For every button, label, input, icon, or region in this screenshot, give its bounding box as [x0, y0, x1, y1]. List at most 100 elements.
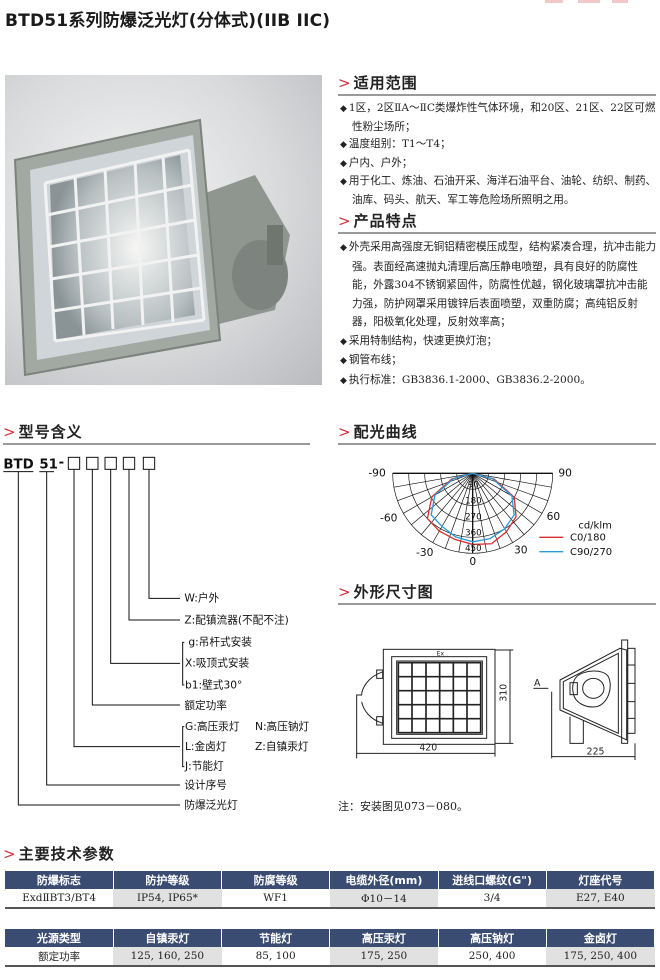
light-distribution-chart: -90 90 -60 60 -30 30 0 90 180 270 360 45…: [368, 467, 612, 568]
diamond-bullet-icon: ◆: [340, 140, 347, 150]
table-cell: 250, 400: [438, 947, 547, 967]
legend-label: C90/270: [570, 547, 612, 558]
section-heading-specs: >主要技术参数: [3, 843, 303, 865]
angle-label: -60: [380, 512, 398, 525]
table-header-row: 防爆标志 防护等级 防腐等级 电缆外径(mm) 进线口螺纹(G") 灯座代号: [5, 871, 656, 889]
grid-spoke: [472, 473, 543, 514]
grid-spoke: [393, 473, 473, 488]
section-heading-dimensions: >外形尺寸图: [338, 581, 656, 605]
diamond-bullet-icon: ◆: [340, 158, 347, 169]
table-cell: 175, 250, 400: [546, 947, 655, 967]
grid-spoke: [472, 473, 513, 543]
label-name: 防爆泛光灯: [184, 798, 238, 811]
curve-C0-180: [426, 472, 517, 546]
column-header: 防护等级: [113, 871, 223, 889]
ring-label: 360: [465, 529, 482, 539]
grid-spoke: [420, 473, 473, 535]
ring-label: 450: [465, 544, 482, 554]
angle-label: 30: [514, 543, 528, 556]
angle-label: 0: [469, 555, 476, 568]
product-photo: [5, 75, 322, 385]
heading-text: 型号含义: [18, 423, 83, 441]
chevron-right-icon: >: [3, 423, 16, 441]
curve-C90-270: [430, 472, 515, 543]
grid-spoke: [397, 473, 473, 502]
chevron-right-icon: >: [338, 74, 351, 92]
angle-label: -30: [416, 546, 434, 559]
decoration-mark: [545, 0, 563, 3]
heading-text: 外形尺寸图: [353, 583, 434, 601]
dimension-drawing: 420 310 225 A Ex: [356, 639, 636, 760]
column-header: 防爆标志: [5, 871, 114, 889]
label-design: 设计序号: [184, 778, 227, 791]
decoration-mark: [578, 0, 600, 3]
unit-label: cd/klm: [578, 520, 612, 531]
column-header: 高压汞灯: [329, 929, 439, 947]
diamond-bullet-icon: ◆: [340, 243, 347, 253]
label-L: L:金卤灯: [185, 740, 227, 753]
table-cell: 85, 100: [221, 947, 330, 967]
column-header: 光源类型: [5, 929, 114, 947]
column-header: 进线口螺纹(G"): [438, 871, 547, 889]
column-header: 金卤灯: [546, 929, 656, 947]
label-G: G:高压汞灯: [185, 720, 240, 733]
installation-note: 注：安装图见073－080。: [338, 800, 468, 813]
list-item: ◆户内、户外；: [340, 155, 658, 174]
label-z: Z:配镇流器(不配不注): [184, 613, 288, 626]
ring-label: 90: [468, 481, 479, 491]
model-code-diagram: BTD 51 - W:户外 Z:配镇流器(不配不注) g:吊杆式安装 X:吸顶式…: [3, 456, 309, 812]
item-text: 钢管布线；: [348, 354, 402, 366]
table-cell: 125, 160, 250: [113, 947, 222, 967]
list-item: ◆钢管布线；: [340, 351, 658, 371]
item-text: 执行标准：GB3836.1-2000、GB3836.2-2000。: [348, 373, 591, 386]
item-text: 户内、户外；: [348, 156, 413, 169]
section-heading-features: >产品特点: [338, 210, 656, 234]
grid-spoke: [472, 473, 525, 535]
decoration-mark: [612, 0, 628, 3]
diamond-bullet-icon: ◆: [340, 104, 347, 114]
list-item: ◆外壳采用高强度无铜铝精密模压成型，结构紧凑合理，抗冲击能力强。表面经高速抛丸清…: [340, 238, 658, 332]
grid-spoke: [472, 473, 487, 553]
table-cell: Φ10－14: [329, 889, 438, 909]
list-item: ◆采用特制结构，快速更换灯泡；: [340, 332, 658, 352]
section-heading-model: >型号含义: [3, 421, 310, 445]
heading-text: 适用范围: [353, 74, 418, 92]
table-row: ExdⅡBT3/BT4 IP54, IP65* WF1 Φ10－14 3/4 E…: [5, 889, 655, 909]
label-power: 额定功率: [184, 699, 227, 712]
label-x: X:吸顶式安装: [185, 657, 250, 670]
dimension-width: 420: [419, 743, 437, 754]
table-cell: IP54, IP65*: [113, 889, 222, 909]
list-item: ◆用于化工、炼油、石油开采、海洋石油平台、油轮、纺织、制药、油库、码头、航天、军…: [340, 173, 658, 209]
angle-label: 90: [558, 467, 572, 480]
grid-spoke: [403, 473, 473, 514]
table-cell: 3/4: [438, 889, 547, 909]
section-heading-application: >适用范围: [338, 72, 656, 96]
item-text: 温度组别：T1～T4；: [348, 138, 451, 150]
table-cell: 额定功率: [5, 947, 114, 967]
label-w: W:户外: [184, 592, 219, 605]
item-text: 1区，2区ⅡA～ⅡC类爆炸性气体环境，和20区、21区、22区可燃性粉尘场所；: [348, 102, 656, 133]
chevron-right-icon: >: [338, 212, 351, 230]
application-list: ◆1区，2区ⅡA～ⅡC类爆炸性气体环境，和20区、21区、22区可燃性粉尘场所；…: [340, 100, 658, 209]
grid-spoke: [472, 473, 548, 502]
view-label: A: [534, 678, 541, 689]
chevron-right-icon: >: [338, 583, 351, 601]
dimension-height: 310: [499, 684, 510, 702]
diamond-bullet-icon: ◆: [340, 356, 347, 366]
section-heading-light-curve: >配光曲线: [338, 421, 656, 445]
column-header: 防腐等级: [221, 871, 331, 889]
spec-table-2: 光源类型 自镇汞灯 节能灯 高压汞灯 高压钠灯 金卤灯 额定功率 125, 16…: [5, 929, 656, 967]
table-cell: WF1: [221, 889, 330, 909]
label-J: J:节能灯: [184, 759, 224, 772]
dimension-depth: 225: [587, 746, 605, 757]
chevron-right-icon: >: [3, 845, 16, 863]
label-b1: b1:壁式30°: [185, 678, 242, 691]
list-item: ◆1区，2区ⅡA～ⅡC类爆炸性气体环境，和20区、21区、22区可燃性粉尘场所；: [340, 100, 658, 136]
diamond-bullet-icon: ◆: [340, 375, 347, 386]
list-item: ◆执行标准：GB3836.1-2000、GB3836.2-2000。: [340, 371, 658, 391]
item-text: 用于化工、炼油、石油开采、海洋石油平台、油轮、纺织、制药、油库、码头、航天、军工…: [348, 175, 657, 206]
legend-label: C0/180: [570, 533, 606, 544]
column-header: 节能灯: [221, 929, 331, 947]
table-header-row: 光源类型 自镇汞灯 节能灯 高压汞灯 高压钠灯 金卤灯: [5, 929, 656, 947]
